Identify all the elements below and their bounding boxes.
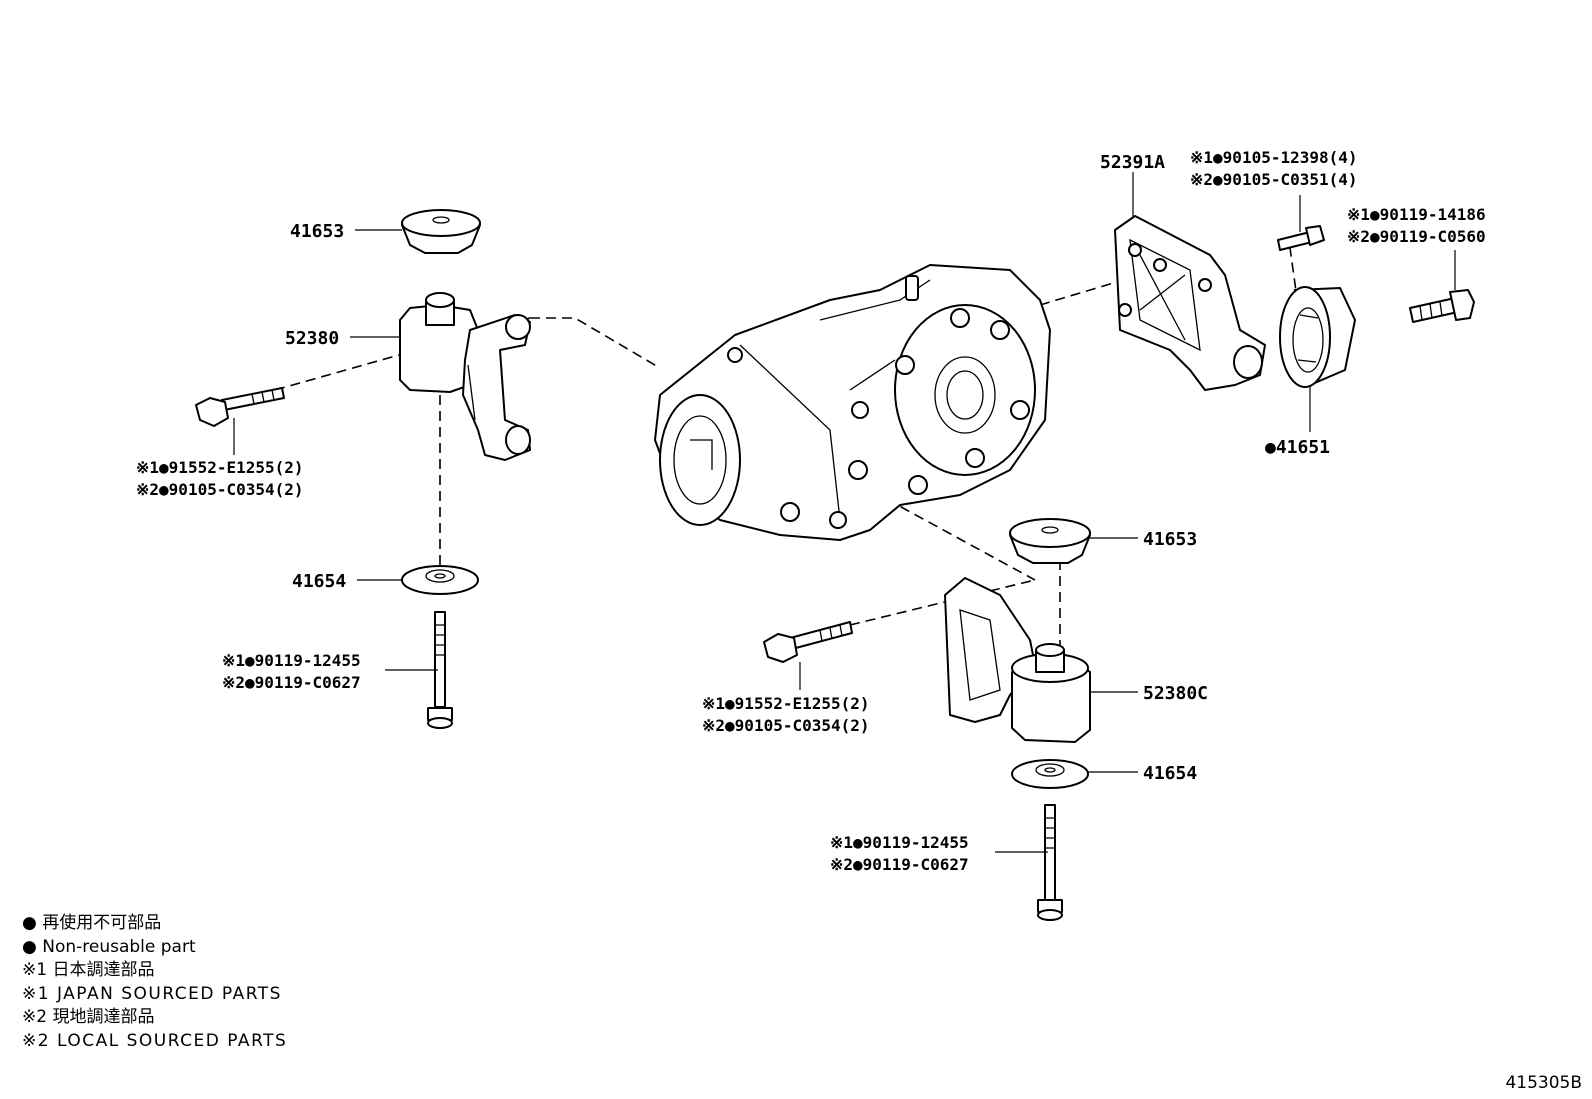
legend: ● 再使用不可部品 ● Non-reusable part ※1 日本調達部品 … <box>22 912 287 1053</box>
bushing-rear <box>1279 286 1356 388</box>
label-bolt-left-japan: ※1●91552-E1255(2) <box>136 458 304 477</box>
label-mount-right: 52380C <box>1143 683 1208 704</box>
bolt-rear-small <box>1277 225 1325 251</box>
diagram-number: 415305B <box>1505 1073 1582 1093</box>
legend-japan-sourced-en: ※1 JAPAN SOURCED PARTS <box>22 983 282 1004</box>
bolt-right <box>763 621 853 663</box>
label-stud-right-local: ※2●90119-C0627 <box>830 855 969 874</box>
label-stud-right-japan: ※1●90119-12455 <box>830 833 969 852</box>
label-stud-left-japan: ※1●90119-12455 <box>222 651 361 670</box>
part-labels: 41653 52380 ※1●91552-E1255(2) ※2●90105-C… <box>136 148 1486 874</box>
differential-housing <box>654 264 1051 541</box>
stud-left <box>427 611 453 729</box>
label-bolt-far-local: ※2●90119-C0560 <box>1347 227 1486 246</box>
label-bolt-right-japan: ※1●91552-E1255(2) <box>702 694 870 713</box>
bolt-left <box>195 387 285 427</box>
mount-right <box>944 577 1091 743</box>
legend-non-reusable-jp: ● 再使用不可部品 <box>22 913 162 933</box>
stud-right <box>1037 804 1063 921</box>
bolt-far-right <box>1409 289 1475 323</box>
washer-left <box>401 565 479 595</box>
cover-right <box>1009 518 1091 564</box>
label-cover-upper-left: 41653 <box>290 221 344 242</box>
label-washer-right: 41654 <box>1143 763 1197 784</box>
label-washer-left: 41654 <box>292 571 346 592</box>
label-bushing-rear: ●41651 <box>1265 437 1330 458</box>
label-bolt-far-japan: ※1●90119-14186 <box>1347 205 1486 224</box>
label-bolt-rear-japan: ※1●90105-12398(4) <box>1190 148 1358 167</box>
legend-japan-sourced-jp: ※1 日本調達部品 <box>22 960 155 980</box>
cover-upper-left <box>401 209 481 254</box>
leader-lines <box>233 172 1456 853</box>
legend-non-reusable-en: ● Non-reusable part <box>22 936 196 957</box>
mount-left <box>399 292 531 461</box>
label-stud-left-local: ※2●90119-C0627 <box>222 673 361 692</box>
label-bolt-right-local: ※2●90105-C0354(2) <box>702 716 870 735</box>
legend-local-sourced-jp: ※2 現地調達部品 <box>22 1007 155 1027</box>
washer-right <box>1011 759 1089 789</box>
label-bolt-rear-local: ※2●90105-C0351(4) <box>1190 170 1358 189</box>
label-bracket-rear: 52391A <box>1100 152 1165 173</box>
label-mount-left: 52380 <box>285 328 339 349</box>
bracket-rear <box>1114 215 1266 391</box>
legend-local-sourced-en: ※2 LOCAL SOURCED PARTS <box>22 1030 288 1051</box>
label-cover-right: 41653 <box>1143 529 1197 550</box>
label-bolt-left-local: ※2●90105-C0354(2) <box>136 480 304 499</box>
